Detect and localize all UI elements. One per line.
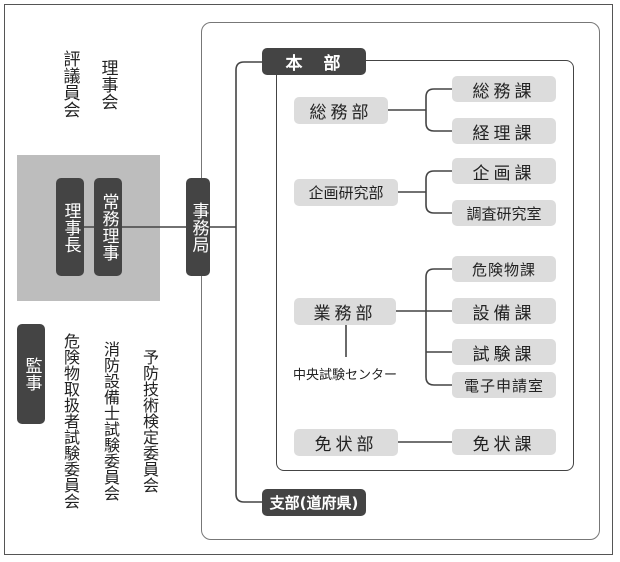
secretariat-outline (201, 22, 600, 540)
rijikai-label: 理事会 (97, 58, 118, 110)
kiken-iinkai-label: 危険物取扱者試験委員会 (61, 333, 80, 509)
yobo-iinkai-label: 予防技術検定委員会 (140, 349, 159, 493)
kikakubu-box: 企画研究部 (294, 179, 398, 206)
somuka-box: 総務課 (452, 76, 556, 102)
gyomubu-box: 業務部 (294, 298, 396, 325)
richo-box: 理事長 (56, 178, 84, 276)
executive-block (17, 155, 160, 301)
shikenka-box: 試験課 (452, 339, 556, 365)
shibu-box: 支部(道府県) (262, 489, 366, 516)
menjobu-box: 免状部 (294, 429, 398, 456)
keirika-box: 経理課 (452, 118, 556, 144)
kikenbutsuka-box: 危険物課 (452, 256, 556, 282)
menjoka-box: 免状課 (452, 429, 556, 455)
center-label: 中央試験センター (292, 367, 397, 383)
honbu-box: 本 部 (262, 48, 366, 75)
setsubika-box: 設備課 (452, 298, 556, 324)
hyogiinkai-label: 評議員会 (59, 50, 80, 118)
headquarters-outline (276, 60, 574, 471)
somubu-box: 総務部 (294, 97, 388, 124)
shobo-iinkai-label: 消防設備士試験委員会 (101, 341, 120, 501)
kanji-box: 監事 (17, 324, 45, 424)
jimukyoku-box: 事務局 (186, 178, 210, 276)
kikakuka-box: 企画課 (452, 158, 556, 184)
denshi-shitsu-box: 電子申請室 (452, 372, 556, 398)
chosa-shitsu-box: 調査研究室 (452, 200, 556, 226)
